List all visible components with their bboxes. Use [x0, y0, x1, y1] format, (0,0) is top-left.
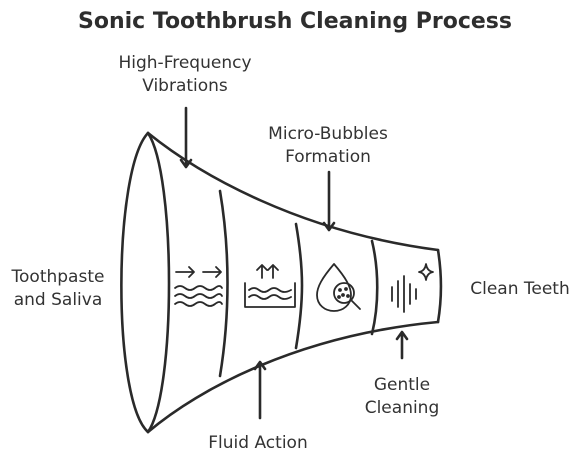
stage-divider-2 [294, 222, 304, 350]
bubbles-magnifier-icon [316, 263, 361, 312]
arrow-micro-bubbles [322, 170, 336, 232]
label-gentle-cleaning-line2: Cleaning [365, 398, 440, 418]
funnel-top-edge [146, 131, 440, 252]
waves-arrows-icon [174, 266, 223, 307]
funnel-mouth-left [120, 131, 150, 434]
label-high-frequency-line1: High-Frequency [118, 53, 251, 73]
label-fluid-action: Fluid Action [208, 433, 307, 453]
label-clean-teeth: Clean Teeth [470, 279, 570, 299]
label-high-frequency-line2: Vibrations [142, 76, 228, 96]
stage-divider-3 [370, 239, 379, 336]
funnel-end [436, 248, 443, 324]
sound-wave-sparkle-icon [391, 263, 434, 313]
callout-lines [179, 106, 409, 420]
arrow-high-frequency [179, 106, 193, 169]
label-toothpaste-line1: Toothpaste [11, 267, 105, 287]
label-micro-bubbles-line1: Micro-Bubbles [268, 124, 388, 144]
arrow-fluid-action [253, 360, 267, 420]
label-toothpaste-line2: and Saliva [14, 290, 103, 310]
funnel-mouth-right [146, 131, 171, 434]
label-gentle-cleaning-line1: Gentle [374, 375, 430, 395]
label-micro-bubbles-line2: Formation [285, 147, 371, 167]
arrow-gentle-cleaning [395, 330, 409, 360]
stage-divider-1 [218, 189, 229, 378]
diagram-title: Sonic Toothbrush Cleaning Process [78, 9, 512, 34]
heated-fluid-icon [244, 264, 296, 308]
funnel-shape [120, 131, 443, 434]
